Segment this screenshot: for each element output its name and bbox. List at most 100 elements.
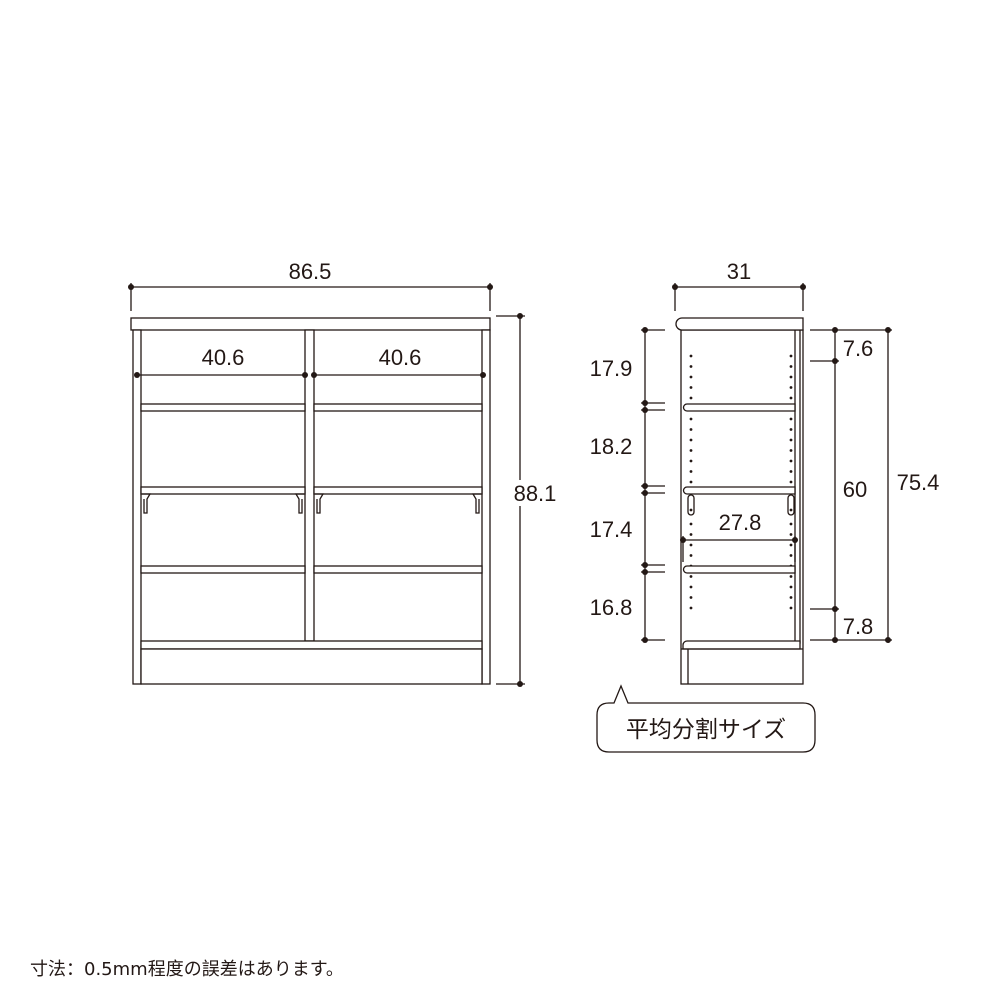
back-panel	[794, 329, 801, 644]
shelf-bracket	[142, 493, 152, 514]
shelf-hole	[689, 417, 693, 421]
bottom-shelf	[140, 640, 483, 650]
shelf-depth-label: 27.8	[719, 510, 762, 535]
dimension-dot	[311, 372, 317, 378]
shelf-hole	[789, 459, 793, 463]
shelf-hole	[789, 575, 793, 578]
shelf-hole	[789, 543, 793, 547]
callout-bubble: 平均分割サイズ	[596, 684, 816, 753]
shelf-hole	[789, 522, 793, 526]
shelf-hole	[789, 554, 793, 557]
shelf-bracket	[315, 493, 325, 514]
shelf-hole	[789, 470, 793, 473]
depth-dimension: 31	[674, 259, 804, 311]
dimension-dot	[792, 537, 798, 543]
dimension-dot	[642, 562, 648, 568]
left-shelf-upper	[140, 403, 306, 412]
shelf-hole	[689, 533, 693, 536]
shelf-hole	[689, 480, 693, 484]
shelf-hole	[689, 522, 693, 526]
shelf-pin	[787, 494, 795, 516]
top-board-side	[675, 317, 804, 331]
inner-width-dimension: 40.6 40.6	[137, 345, 483, 376]
dimension-dot	[800, 284, 806, 290]
shelf-hole	[789, 375, 793, 379]
shelf-hole	[689, 375, 693, 379]
left-shelf-lower	[140, 565, 306, 574]
dimension-dot	[885, 327, 891, 333]
inner-width-right-label: 40.6	[379, 345, 422, 370]
shelf-hole	[789, 449, 793, 452]
dimension-dot	[832, 358, 838, 364]
shelf-hole	[689, 543, 693, 547]
side-bottom-shelf	[682, 640, 801, 650]
shelf-hole	[689, 459, 693, 463]
shelf-spacing-label: 17.9	[590, 356, 633, 381]
shelf-hole	[789, 365, 793, 368]
dimension-dot	[642, 490, 648, 496]
side-shelf-middle	[682, 486, 796, 495]
shelf-hole	[689, 365, 693, 368]
shelf-bracket	[294, 493, 304, 514]
shelf-spacing-label: 16.8	[590, 595, 633, 620]
side-panel	[680, 329, 804, 685]
dimension-dot	[128, 284, 134, 290]
inner-width-left-label: 40.6	[202, 345, 245, 370]
right-side-panel	[481, 329, 491, 685]
side-shelf-upper	[682, 403, 796, 412]
shelf-hole	[689, 354, 693, 358]
dimension-dot	[642, 569, 648, 575]
side-shelf-lower	[682, 565, 796, 574]
shelf-hole	[689, 428, 693, 431]
adjustable-range-label: 60	[843, 477, 867, 502]
shelf-hole	[689, 585, 693, 589]
dimension-dot	[642, 400, 648, 406]
shelf-bracket	[471, 493, 481, 514]
plinth	[140, 648, 483, 685]
side-view: 31 27.8 17.9 18.2 17.4 16.8	[590, 259, 940, 685]
left-side-panel	[132, 329, 142, 685]
right-shelf-lower	[313, 565, 483, 574]
dimension-endpoints	[128, 284, 891, 687]
dimension-dot	[480, 372, 486, 378]
top-offset-label: 7.6	[843, 336, 874, 361]
dimension-dot	[832, 637, 838, 643]
dimension-dot	[832, 606, 838, 612]
right-shelf-upper	[313, 403, 483, 412]
shelf-hole	[789, 596, 793, 599]
shelf-hole	[789, 417, 793, 421]
shelf-hole	[689, 396, 693, 400]
front-view: 86.5 40.6 40.6 88.1	[130, 259, 562, 685]
shelf-hole	[689, 438, 693, 442]
overall-width-dimension: 86.5	[130, 259, 491, 311]
dimension-dot	[642, 637, 648, 643]
shelf-hole	[789, 533, 793, 536]
shelf-hole	[789, 585, 793, 589]
overall-height-label: 88.1	[514, 481, 557, 506]
right-shelf-middle	[313, 486, 483, 495]
shelf-spacing-dimension: 17.9 18.2 17.4 16.8	[590, 329, 665, 641]
shelf-hole	[689, 575, 693, 578]
shelf-depth-dimension: 27.8	[682, 510, 796, 562]
shelf-hole	[789, 480, 793, 484]
shelf-hole	[789, 354, 793, 358]
dimension-dot	[832, 327, 838, 333]
dimension-dot	[885, 637, 891, 643]
interior-height-dimension: 75.4	[887, 330, 940, 640]
shelf-spacing-label: 18.2	[590, 434, 633, 459]
dimension-dot	[642, 483, 648, 489]
callout-label: 平均分割サイズ	[626, 717, 786, 743]
shelf-hole	[789, 386, 793, 389]
shelf-hole	[689, 470, 693, 473]
interior-height-label: 75.4	[897, 470, 940, 495]
adjustable-range-dimension: 7.6 60 7.8	[810, 329, 892, 641]
top-board	[130, 317, 491, 331]
overall-width-label: 86.5	[289, 259, 332, 284]
dimension-dot	[487, 284, 493, 290]
shelf-hole	[689, 606, 693, 610]
dimension-dot	[672, 284, 678, 290]
shelf-hole	[689, 449, 693, 452]
dimension-dot	[517, 681, 523, 687]
shelf-hole	[789, 396, 793, 400]
